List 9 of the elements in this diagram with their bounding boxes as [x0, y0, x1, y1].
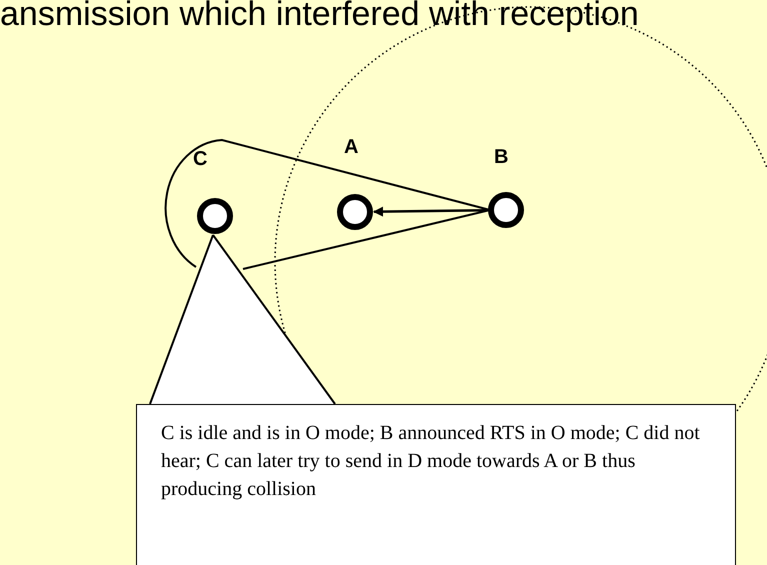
callout-text: C is idle and is in O mode; B announced RTS in O mode; C did not hear; C can later try to send in D mode towards A or B thus producing collision [161, 421, 701, 502]
station-label: A [344, 136, 358, 159]
arrow [373, 206, 488, 217]
station-circle [337, 194, 373, 230]
station-circle [197, 198, 233, 234]
station-label: C [193, 148, 208, 171]
station-circle [488, 192, 524, 228]
callout-pointer [149, 234, 336, 405]
station-label: B [494, 146, 508, 169]
